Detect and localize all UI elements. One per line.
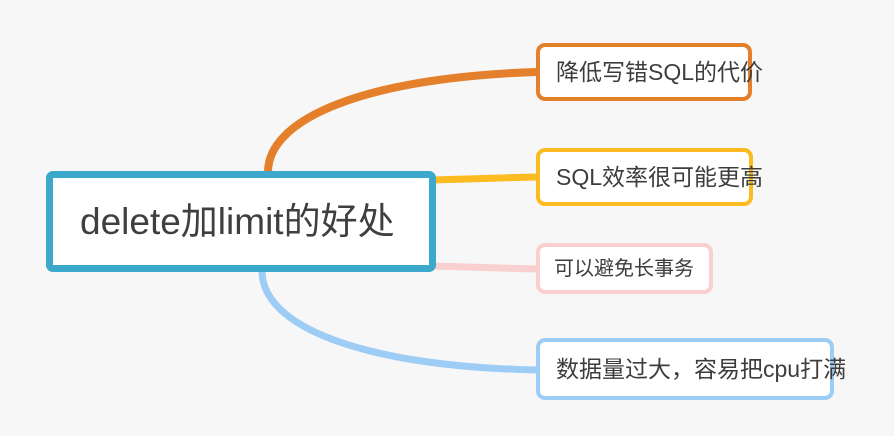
mindmap-branch-label-0: 降低写错SQL的代价 [556,58,764,85]
mindmap-branch-node-1[interactable]: SQL效率很可能更高 [536,148,763,206]
connector-branch-2 [431,262,537,273]
mindmap-branch-label-2: 可以避免长事务 [554,257,694,280]
connector-branch-1 [431,173,537,184]
connector-branch-3 [258,267,540,374]
mindmap-root-node[interactable]: delete加limit的好处 [46,171,436,272]
connector-branch-0 [264,68,540,176]
mindmap-branch-node-2[interactable]: 可以避免长事务 [536,243,713,294]
mindmap-root-label: delete加limit的好处 [80,201,395,242]
mindmap-branch-label-1: SQL效率很可能更高 [556,163,764,190]
mindmap-branch-node-3[interactable]: 数据量过大，容易把cpu打满 [536,338,846,400]
mindmap-branch-label-3: 数据量过大，容易把cpu打满 [556,355,847,382]
mindmap-branch-node-0[interactable]: 降低写错SQL的代价 [536,43,763,101]
